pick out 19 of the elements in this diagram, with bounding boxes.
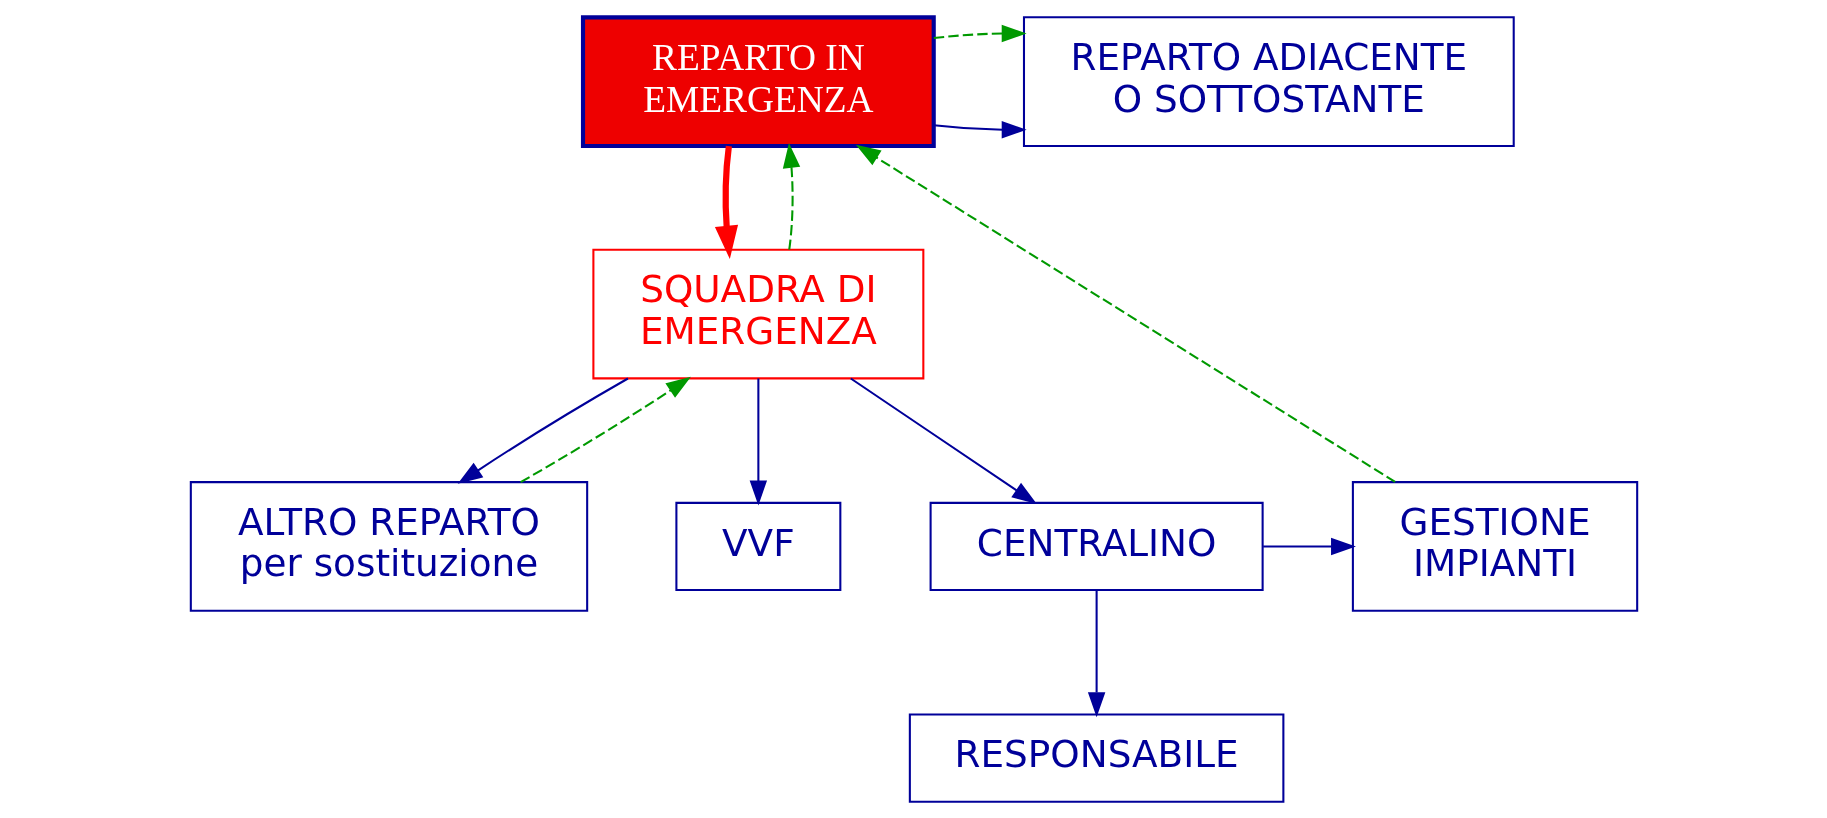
node-box: CENTRALINO (929, 501, 1264, 591)
node-box: VVF (674, 501, 841, 591)
node-box: RESPONSABILE (908, 713, 1284, 803)
arrow (855, 144, 1396, 483)
arrow (519, 376, 691, 483)
arrow (1087, 590, 1105, 717)
node-box: REPARTO IN EMERGENZA (580, 14, 936, 148)
arrow (933, 24, 1027, 42)
arrow (849, 377, 1037, 504)
arrow (714, 145, 738, 259)
arrow (749, 378, 767, 505)
node-box: SQUADRA DI EMERGENZA (591, 248, 924, 379)
node-box: REPARTO ADIACENTE O SOTTOSTANTE (1022, 15, 1515, 147)
node-box: ALTRO REPARTO per sostituzione (189, 480, 588, 612)
arrow (457, 377, 628, 484)
arrow (933, 120, 1027, 139)
node-box: GESTIONE IMPIANTI (1351, 480, 1638, 612)
arrow (1262, 537, 1356, 555)
arrow (782, 142, 800, 250)
